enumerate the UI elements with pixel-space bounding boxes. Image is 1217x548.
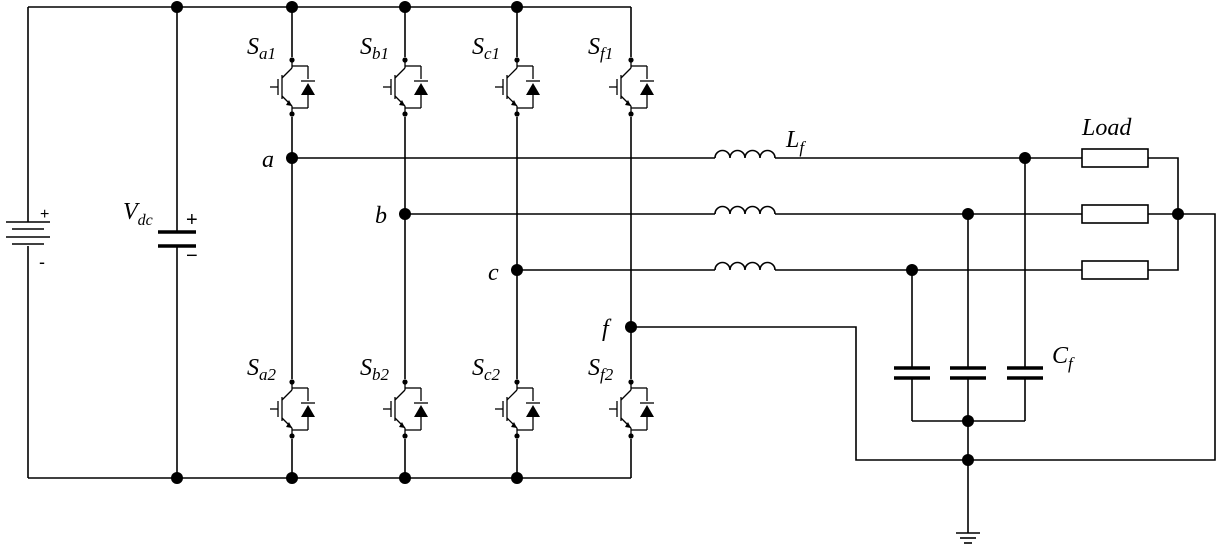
phase-c-line: c	[488, 260, 1082, 286]
inductor-b	[714, 205, 776, 215]
phase-b-line: b	[375, 203, 1082, 229]
switch-sa1	[269, 56, 316, 118]
cap-plus: +	[186, 209, 198, 231]
inductor-a	[714, 149, 776, 159]
inverter-legs	[291, 7, 632, 478]
label-sb2: Sb2	[360, 355, 390, 384]
label-sc1: Sc1	[472, 34, 500, 63]
cf-label: Cf	[1052, 343, 1075, 373]
filter-capacitors: Cf	[894, 152, 1075, 533]
label-sa1: Sa1	[247, 34, 276, 63]
switches: Sa1 Sb1 Sc1 Sf1 Sa2 Sb2 Sc2 Sf2	[247, 34, 655, 440]
node-a-label: a	[262, 147, 274, 173]
inductor-c	[714, 261, 776, 271]
label-sc2: Sc2	[472, 355, 501, 384]
battery: + -	[6, 7, 50, 478]
lf-label: Lf	[785, 127, 806, 157]
switch-sa2	[269, 378, 316, 440]
battery-plus: +	[40, 206, 49, 223]
battery-minus: -	[39, 252, 45, 272]
node-b-label: b	[375, 203, 387, 229]
label-sf2: Sf2	[588, 355, 614, 384]
label-sa2: Sa2	[247, 355, 277, 384]
switch-sb2	[382, 378, 429, 440]
ground-icon	[956, 532, 980, 544]
switch-sf2	[608, 378, 655, 440]
dc-bus	[28, 1, 631, 484]
phase-a-line: a	[262, 147, 1082, 173]
label-sf1: Sf1	[588, 34, 613, 63]
switch-sc1	[494, 56, 541, 118]
vdc-label: Vdc	[123, 199, 153, 229]
cap-minus: −	[186, 245, 198, 267]
neutral-line: f	[602, 213, 1216, 461]
switch-sc2	[494, 378, 541, 440]
load: Load	[1081, 115, 1184, 280]
load-label: Load	[1081, 115, 1132, 141]
node-f-label: f	[602, 316, 612, 342]
switch-sf1	[608, 56, 655, 118]
dc-link-capacitor: + − Vdc	[123, 7, 198, 478]
label-sb1: Sb1	[360, 34, 389, 63]
node-c-label: c	[488, 260, 499, 286]
switch-sb1	[382, 56, 429, 118]
